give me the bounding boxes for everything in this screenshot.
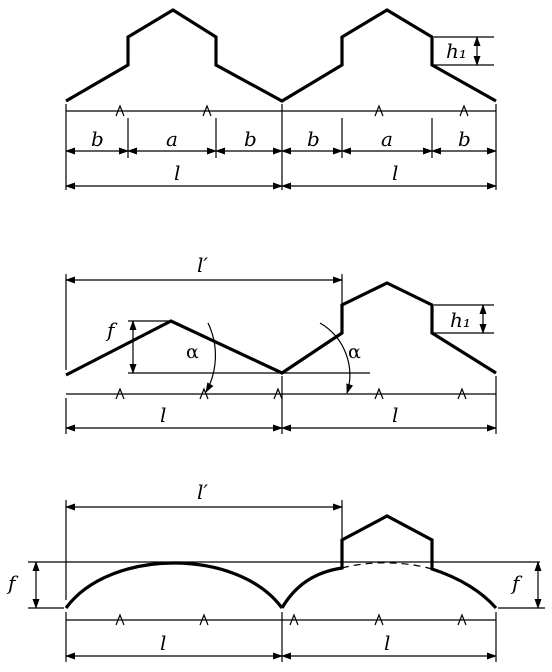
dimension-h1-1: h₁ [434, 36, 494, 66]
dimension-f-right: f [498, 561, 545, 609]
diagram-1-skylight-roof-profile: b a b b a b l l h₁ [65, 8, 497, 190]
dim-label-f: f [6, 571, 19, 595]
dimension-f-left: f [6, 561, 64, 609]
extension-lines-2 [65, 376, 497, 434]
dim-label-l-prime: l′ [197, 253, 208, 277]
arch-outline-1 [64, 561, 284, 609]
diagram-2-sawtooth-roof-profile: l′ f α α [65, 253, 497, 434]
break-marks-3 [115, 613, 467, 626]
dim-label-b: b [244, 127, 257, 151]
dim-label-l: l [160, 631, 166, 655]
dim-label-a: a [381, 127, 393, 151]
dimension-f-2: f [105, 318, 137, 374]
diagram-3-arched-roof-profile: l′ f f [6, 480, 545, 662]
dimension-row-span-3: l l [65, 631, 497, 660]
dimension-row-span: l l [65, 161, 497, 190]
hidden-arch-line [341, 562, 433, 570]
angle-label-alpha: α [348, 341, 361, 363]
dim-label-a: a [166, 127, 178, 151]
dim-label-b: b [458, 127, 471, 151]
break-marks-2 [115, 387, 467, 400]
dim-label-f: f [510, 571, 523, 595]
dim-label-l: l [160, 403, 166, 427]
angle-alpha-marks: α α [186, 322, 361, 394]
dim-label-f: f [105, 318, 118, 342]
dimension-row-span-2: l l [65, 403, 497, 432]
dim-label-b: b [307, 127, 320, 151]
dim-label-h1: h₁ [450, 308, 471, 332]
dimension-h1-2: h₁ [434, 304, 494, 334]
roof-outline-2 [65, 281, 497, 377]
dimension-l-prime-3: l′ [65, 480, 343, 600]
dimension-row-bab: b a b b a b [65, 127, 497, 155]
dim-label-b: b [91, 127, 104, 151]
dim-label-l: l [174, 161, 180, 185]
dim-label-l: l [392, 161, 398, 185]
dim-label-h1: h₁ [446, 39, 467, 63]
break-marks-1 [115, 104, 469, 117]
dim-label-l-prime: l′ [197, 480, 208, 504]
roof-outline-1 [65, 8, 497, 103]
angle-label-alpha: α [186, 341, 199, 363]
dim-label-l: l [392, 403, 398, 427]
extension-lines-1 [65, 104, 497, 190]
arch-outline-2 [280, 514, 498, 610]
dim-label-l: l [384, 631, 390, 655]
